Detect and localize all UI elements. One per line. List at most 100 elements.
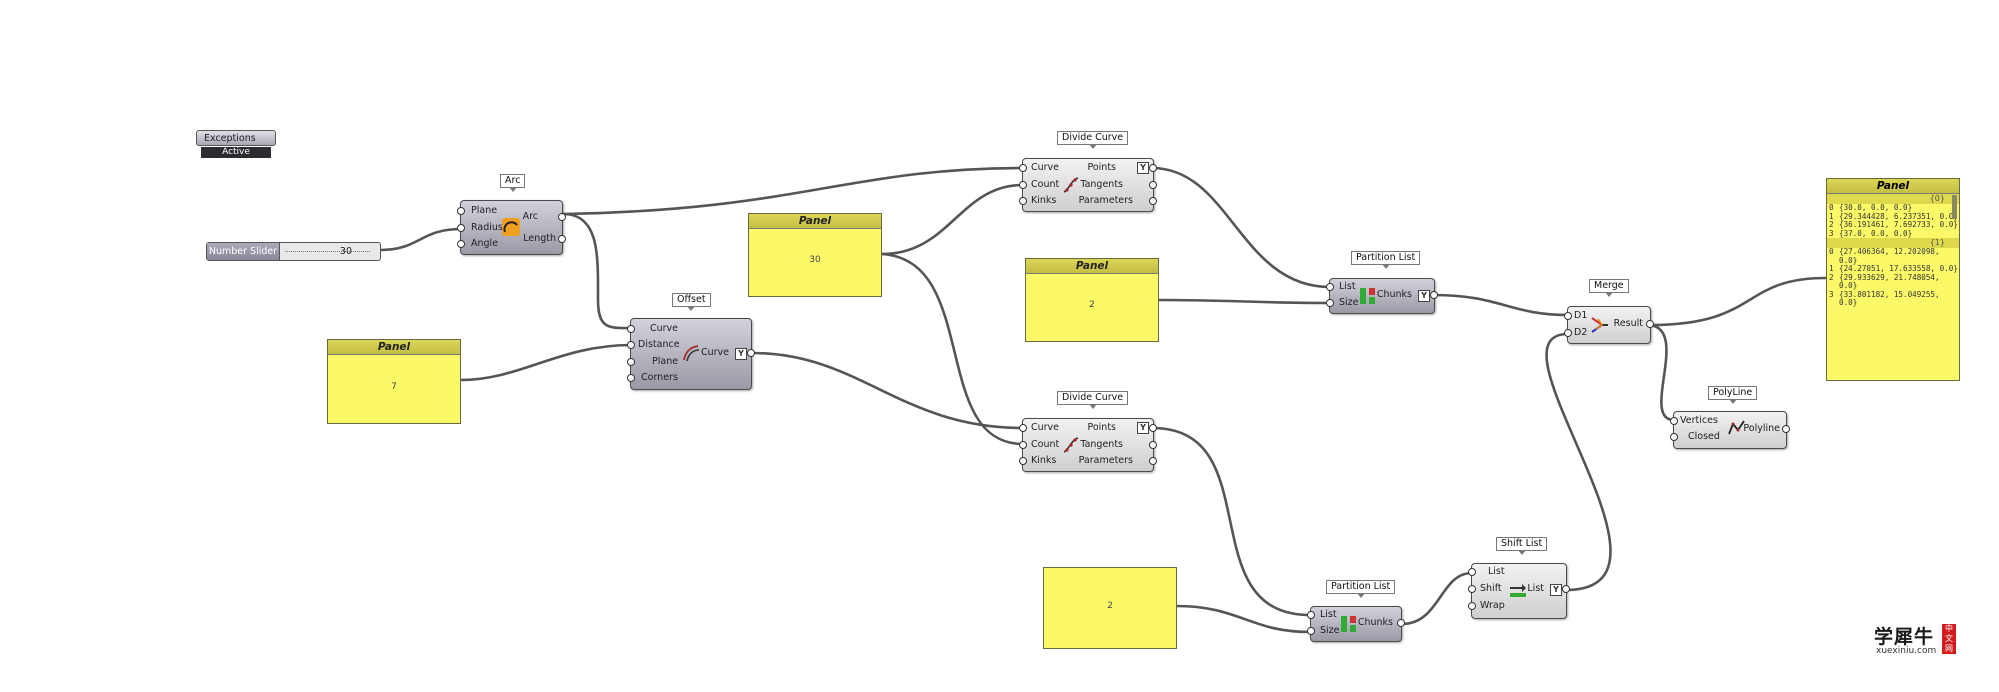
wire-panel7-distance bbox=[460, 343, 632, 382]
divide1-input-curve[interactable]: Curve bbox=[1031, 162, 1060, 173]
wire-panel2b-size2 bbox=[1175, 604, 1311, 634]
offset-component[interactable]: Curve Distance Plane Corners Curve Y bbox=[627, 318, 755, 390]
input-grip[interactable] bbox=[627, 341, 635, 349]
divide1-output-tangents[interactable]: Tangents bbox=[1080, 179, 1123, 190]
input-grip[interactable] bbox=[1307, 627, 1315, 635]
panel-size-2[interactable]: 2 bbox=[1043, 567, 1177, 649]
divide2-input-count[interactable]: Count bbox=[1031, 439, 1060, 450]
polyline-component[interactable]: Vertices Closed Polyline bbox=[1670, 411, 1790, 449]
divide1-output-parameters[interactable]: Parameters bbox=[1078, 195, 1133, 206]
offset-input-plane[interactable]: Plane bbox=[652, 356, 679, 367]
output-grip[interactable] bbox=[1430, 291, 1438, 299]
output-grip[interactable] bbox=[1782, 425, 1790, 433]
partition2-input-list[interactable]: List bbox=[1320, 609, 1337, 620]
shift-output-list[interactable]: List bbox=[1527, 583, 1544, 594]
wire-slider-radius bbox=[379, 227, 462, 252]
output-grip[interactable] bbox=[1646, 320, 1654, 328]
panel-size[interactable]: Panel 2 bbox=[1025, 258, 1159, 342]
offset-input-corners[interactable]: Corners bbox=[641, 372, 678, 383]
branch-1-header: {1} bbox=[1827, 238, 1959, 248]
panel-distance[interactable]: Panel 7 bbox=[327, 339, 461, 424]
arc-input-angle[interactable]: Angle bbox=[471, 238, 499, 249]
output-grip[interactable] bbox=[558, 235, 566, 243]
arc-output-arc[interactable]: Arc bbox=[522, 211, 538, 222]
number-slider[interactable]: Number Slider 30 bbox=[206, 242, 381, 261]
output-grip[interactable] bbox=[1397, 619, 1405, 627]
panel-scrollbar[interactable] bbox=[1952, 195, 1957, 219]
divide2-input-kinks[interactable]: Kinks bbox=[1031, 455, 1057, 466]
divide-curve-1-component[interactable]: Curve Count Kinks Points Y Tangents Para… bbox=[1019, 158, 1157, 212]
input-grip[interactable] bbox=[1564, 312, 1572, 320]
input-grip[interactable] bbox=[1326, 283, 1334, 291]
output-grip[interactable] bbox=[1149, 181, 1157, 189]
polyline-input-vertices[interactable]: Vertices bbox=[1680, 415, 1718, 426]
output-grip[interactable] bbox=[1149, 424, 1157, 432]
input-grip[interactable] bbox=[1670, 433, 1678, 441]
input-grip[interactable] bbox=[1019, 441, 1027, 449]
divide-curve-2-component[interactable]: Curve Count Kinks Points Y Tangents Para… bbox=[1019, 418, 1157, 472]
merge-component[interactable]: D1 D2 Result bbox=[1564, 306, 1654, 344]
shift-list-component[interactable]: List Shift Wrap List Y bbox=[1468, 563, 1570, 619]
partition-list-2-component[interactable]: List Size Chunks bbox=[1307, 606, 1405, 642]
divide2-input-curve[interactable]: Curve bbox=[1031, 422, 1060, 433]
output-grip[interactable] bbox=[1149, 197, 1157, 205]
slider-value: 30 bbox=[339, 246, 352, 257]
input-grip[interactable] bbox=[627, 374, 635, 382]
divide1-input-count[interactable]: Count bbox=[1031, 179, 1060, 190]
output-grip[interactable] bbox=[1149, 457, 1157, 465]
input-grip[interactable] bbox=[1326, 299, 1334, 307]
input-grip[interactable] bbox=[457, 240, 465, 248]
arc-output-length[interactable]: Length bbox=[523, 233, 556, 244]
merge-input-d2[interactable]: D2 bbox=[1574, 327, 1588, 338]
merge-input-d1[interactable]: D1 bbox=[1574, 310, 1588, 321]
input-grip[interactable] bbox=[1670, 417, 1678, 425]
slider-track[interactable] bbox=[285, 251, 370, 252]
input-grip[interactable] bbox=[1564, 329, 1572, 337]
input-grip[interactable] bbox=[1019, 164, 1027, 172]
panel-count[interactable]: Panel 30 bbox=[748, 213, 882, 297]
input-grip[interactable] bbox=[1468, 602, 1476, 610]
output-grip[interactable] bbox=[1562, 585, 1570, 593]
input-grip[interactable] bbox=[457, 224, 465, 232]
input-grip[interactable] bbox=[1019, 197, 1027, 205]
input-grip[interactable] bbox=[1019, 457, 1027, 465]
divide2-output-tangents[interactable]: Tangents bbox=[1080, 439, 1123, 450]
input-grip[interactable] bbox=[627, 358, 635, 366]
partition1-input-list[interactable]: List bbox=[1339, 281, 1356, 292]
output-grip[interactable] bbox=[1149, 164, 1157, 172]
arc-input-radius[interactable]: Radius bbox=[471, 222, 503, 233]
polyline-input-closed[interactable]: Closed bbox=[1688, 431, 1720, 442]
shift-input-wrap[interactable]: Wrap bbox=[1480, 600, 1505, 611]
divide2-output-parameters[interactable]: Parameters bbox=[1078, 455, 1133, 466]
output-grip[interactable] bbox=[1149, 441, 1157, 449]
output-grip[interactable] bbox=[747, 349, 755, 357]
partition2-input-size[interactable]: Size bbox=[1320, 625, 1340, 636]
divide2-output-points[interactable]: Points bbox=[1087, 422, 1116, 433]
offset-output-curve[interactable]: Curve bbox=[700, 347, 729, 358]
input-grip[interactable] bbox=[457, 207, 465, 215]
input-grip[interactable] bbox=[1019, 424, 1027, 432]
partition1-input-size[interactable]: Size bbox=[1339, 297, 1359, 308]
partition2-output-chunks[interactable]: Chunks bbox=[1357, 617, 1393, 628]
offset-input-distance[interactable]: Distance bbox=[638, 339, 680, 350]
partition-list-1-component[interactable]: List Size Chunks Y bbox=[1326, 278, 1438, 314]
partition1-output-chunks[interactable]: Chunks bbox=[1376, 289, 1412, 300]
exceptions-component[interactable]: Exceptions Active bbox=[196, 130, 276, 160]
result-panel[interactable]: Panel {0} 0{30.0, 0.0, 0.0}1{29.344428, … bbox=[1826, 178, 1960, 381]
arc-component[interactable]: Plane Radius Angle Arc Length bbox=[457, 200, 566, 255]
input-grip[interactable] bbox=[627, 325, 635, 333]
offset-input-curve[interactable]: Curve bbox=[650, 323, 679, 334]
panel-item-index: 1 bbox=[1829, 211, 1834, 221]
divide1-input-kinks[interactable]: Kinks bbox=[1031, 195, 1057, 206]
input-grip[interactable] bbox=[1019, 181, 1027, 189]
input-grip[interactable] bbox=[1468, 568, 1476, 576]
shift-input-shift[interactable]: Shift bbox=[1480, 583, 1502, 594]
input-grip[interactable] bbox=[1307, 611, 1315, 619]
shift-input-list[interactable]: List bbox=[1488, 566, 1505, 577]
output-grip[interactable] bbox=[558, 213, 566, 221]
input-grip[interactable] bbox=[1468, 585, 1476, 593]
merge-output-result[interactable]: Result bbox=[1613, 318, 1643, 329]
arc-input-plane[interactable]: Plane bbox=[471, 205, 498, 216]
polyline-output-polyline[interactable]: Polyline bbox=[1743, 423, 1780, 434]
divide1-output-points[interactable]: Points bbox=[1087, 162, 1116, 173]
